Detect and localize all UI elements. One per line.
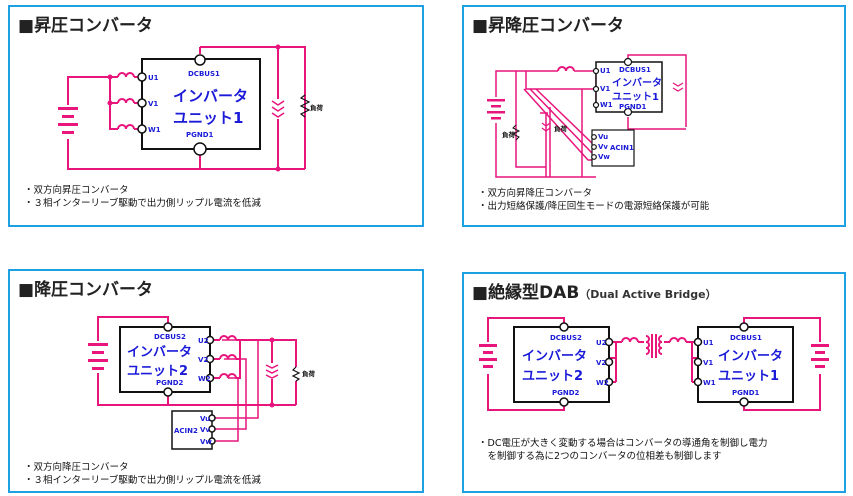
- panel-buck-converter: ■降圧コンバータ: [8, 269, 424, 493]
- buck-boost-circuit-diagram: DCBUS1 PGND1 U1 V1 W1 インバータ ユニット1 ACIN1 …: [487, 54, 687, 178]
- pin-w-left: W2: [596, 379, 609, 387]
- note-line: を制御する為に2つのコンバータの位相差も制御します: [478, 451, 722, 462]
- acin-label: ACIN2: [174, 427, 198, 435]
- unit-right-line1: インバータ: [718, 349, 783, 364]
- pin-v: V1: [600, 85, 610, 93]
- panel-title-text: 降圧コンバータ: [34, 280, 154, 300]
- panel-buck-boost-converter: ■昇降圧コンバータ: [462, 5, 846, 227]
- pin-v-left: V2: [596, 359, 606, 367]
- pin-dcbus: DCBUS1: [188, 70, 220, 78]
- note-line: ・双方向降圧コンバータ: [24, 462, 129, 473]
- load-resistor-icon: [511, 124, 521, 141]
- pin-u: U1: [148, 74, 159, 82]
- transformer-icon: [645, 334, 663, 358]
- acin-pin-w: Vw: [598, 153, 610, 161]
- panel-notes: ・DC電圧が大きく変動する場合はコンバータの導通角を制御し電力 を制御する為に2…: [478, 437, 767, 463]
- panel-notes: ・双方向降圧コンバータ ・３相インターリーブ駆動で出力側リップル電流を低減: [24, 461, 261, 487]
- note-line: ・DC電圧が大きく変動する場合はコンバータの導通角を制御し電力: [478, 438, 768, 449]
- panel-title-text: 昇圧コンバータ: [34, 16, 154, 36]
- pin-w: W1: [600, 101, 613, 109]
- battery-icon: [88, 343, 108, 370]
- panel-title-text: 昇降圧コンバータ: [488, 16, 625, 36]
- pin-pgnd: PGND1: [619, 103, 647, 111]
- pin-dcbus: DCBUS2: [154, 333, 186, 341]
- unit-label-line1: インバータ: [612, 77, 662, 89]
- acin-pin-v: Vv: [200, 426, 210, 434]
- panel-title: ■昇降圧コンバータ: [472, 16, 625, 36]
- load-resistor-icon: [299, 94, 311, 118]
- unit-left-line1: インバータ: [522, 349, 587, 364]
- unit-left-line2: ユニット2: [522, 369, 583, 384]
- note-line: ・出力短絡保護/降圧回生モードの電源短絡保護が可能: [478, 201, 710, 212]
- inductor-icon: [621, 337, 687, 343]
- panel-title: ■降圧コンバータ: [18, 280, 154, 300]
- pin-w: W1: [148, 126, 161, 134]
- dab-circuit-diagram: DCBUS2 PGND2 U2 V2 W2 インバータ ユニット2 DCBUS1…: [479, 317, 829, 411]
- pin-v: V2: [198, 356, 208, 364]
- load-label: 負荷: [302, 369, 316, 378]
- panel-isolated-dab: ■絶縁型DAB（Dual Active Bridge）: [462, 272, 846, 493]
- pin-v-right: V1: [703, 359, 713, 367]
- pin-u: U1: [600, 67, 611, 75]
- panel-title: ■昇圧コンバータ: [18, 16, 154, 36]
- pin-u-right: U1: [703, 339, 714, 347]
- pin-pgnd: PGND1: [186, 131, 214, 139]
- inductor-icon: [117, 72, 135, 130]
- boost-circuit-diagram: DCBUS1 PGND1 U1 V1 W1 インバータ ユニット1 負荷: [58, 44, 324, 172]
- pin-pgnd-right: PGND1: [732, 389, 760, 397]
- load-label-left: 負荷: [502, 130, 516, 139]
- pin-pgnd: PGND2: [156, 379, 184, 387]
- note-line: ・３相インターリーブ駆動で出力側リップル電流を低減: [24, 475, 261, 486]
- unit-label-line2: ユニット1: [612, 91, 659, 103]
- inductor-icon: [557, 66, 575, 72]
- pin-dcbus-left: DCBUS2: [550, 334, 582, 342]
- acin-pin-u: Vu: [598, 133, 608, 141]
- battery-icon: [479, 344, 829, 368]
- unit-label-line1: インバータ: [173, 87, 248, 105]
- pin-dcbus: DCBUS1: [619, 66, 651, 74]
- load-label: 負荷: [310, 103, 324, 112]
- load-label-right: 負荷: [554, 124, 568, 133]
- pin-pgnd-left: PGND2: [552, 389, 580, 397]
- pin-w: W2: [198, 375, 211, 383]
- pin-dcbus-right: DCBUS1: [730, 334, 762, 342]
- panel-notes: ・双方向昇降圧コンバータ ・出力短絡保護/降圧回生モードの電源短絡保護が可能: [478, 187, 709, 213]
- unit-right-line2: ユニット1: [718, 369, 779, 384]
- unit-label-line1: インバータ: [127, 345, 192, 360]
- capacitor-icon: [271, 100, 285, 118]
- note-line: ・３相インターリーブ駆動で出力側リップル電流を低減: [24, 198, 261, 209]
- pin-u-left: U2: [596, 339, 607, 347]
- inductor-icon: [219, 335, 237, 379]
- acin-pin-u: Vu: [200, 415, 210, 423]
- unit-label-line2: ユニット1: [173, 109, 243, 127]
- acin-label: ACIN1: [610, 144, 634, 152]
- panel-title: ■絶縁型DAB（Dual Active Bridge）: [472, 283, 717, 303]
- battery-icon: [58, 107, 78, 134]
- panel-boost-converter: ■昇圧コンバータ: [8, 5, 424, 227]
- acin-pin-w: Vw: [200, 438, 212, 446]
- pin-v: V1: [148, 100, 158, 108]
- panel-subtitle: （Dual Active Bridge）: [579, 288, 717, 301]
- panel-notes: ・双方向昇圧コンバータ ・３相インターリーブ駆動で出力側リップル電流を低減: [24, 184, 261, 210]
- note-line: ・双方向昇圧コンバータ: [24, 185, 129, 196]
- acin-pin-v: Vv: [598, 143, 608, 151]
- load-resistor-icon: [291, 366, 301, 382]
- buck-circuit-diagram: DCBUS2 PGND2 U2 V2 W2 インバータ ユニット2 ACIN2 …: [88, 316, 316, 450]
- capacitor-icon: [265, 364, 279, 379]
- pin-w-right: W1: [703, 379, 716, 387]
- panel-title-text: 絶縁型DAB: [488, 283, 580, 303]
- battery-icon: [487, 99, 505, 120]
- pin-u: U2: [198, 337, 209, 345]
- unit-label-line2: ユニット2: [127, 364, 188, 379]
- capacitor-icon: [541, 82, 684, 132]
- note-line: ・双方向昇降圧コンバータ: [478, 188, 593, 199]
